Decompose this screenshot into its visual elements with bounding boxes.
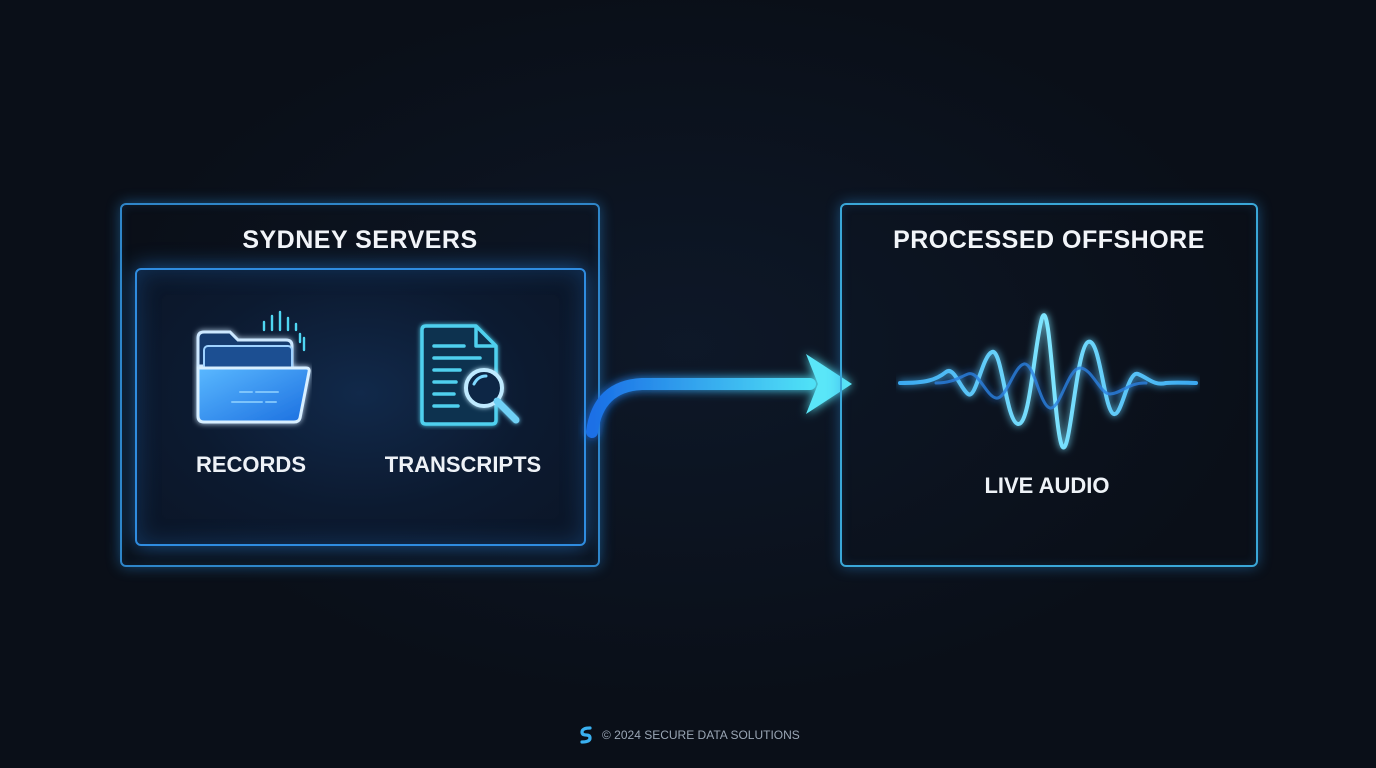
arrow-right-icon <box>586 354 852 438</box>
footer-copyright: © 2024 SECURE DATA SOLUTIONS <box>602 728 800 742</box>
records-label: RECORDS <box>195 452 306 477</box>
sydney-servers-title: SYDNEY SERVERS <box>242 226 478 254</box>
sydney-servers-panel <box>120 203 600 567</box>
transcripts-label: TRANSCRIPTS <box>384 452 542 477</box>
processed-offshore-panel <box>840 203 1258 567</box>
footer: © 2024 SECURE DATA SOLUTIONS <box>578 726 800 744</box>
live-audio-label: LIVE AUDIO <box>984 473 1110 498</box>
document-search-icon <box>420 324 520 426</box>
folder-icon <box>196 310 311 424</box>
processed-offshore-title: PROCESSED OFFSHORE <box>893 226 1205 254</box>
audio-waveform-icon <box>898 313 1198 450</box>
s-logo-icon <box>580 726 592 744</box>
